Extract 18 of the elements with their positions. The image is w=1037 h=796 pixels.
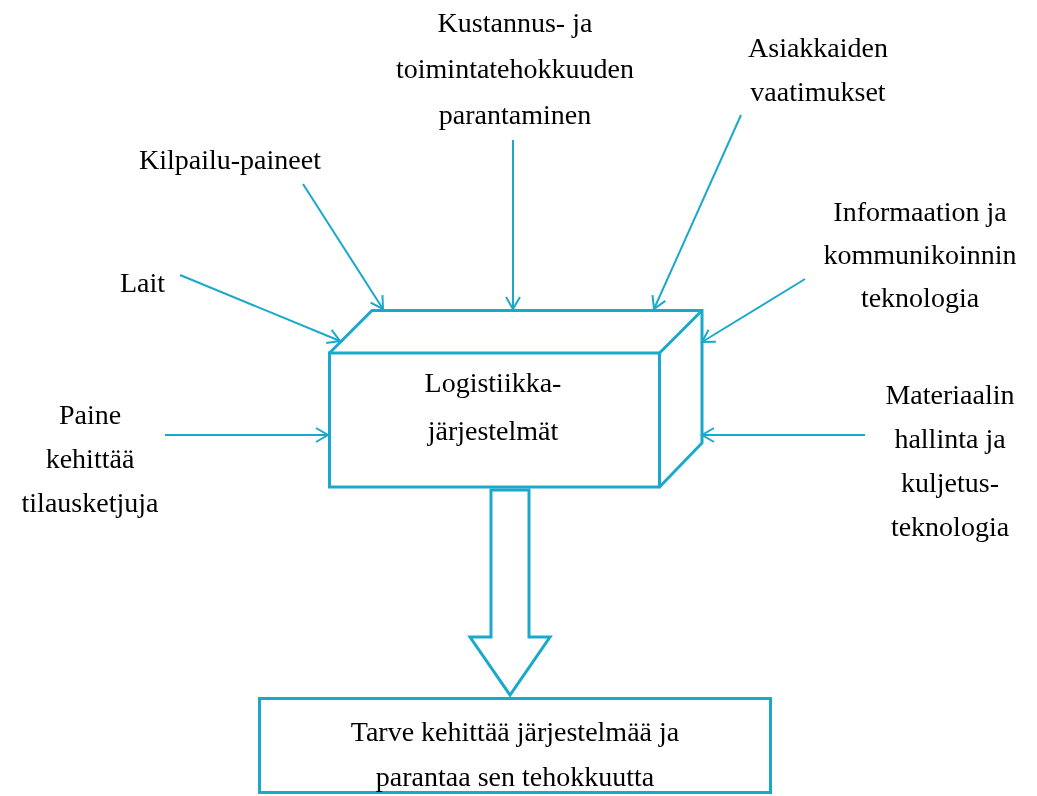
factor-label: Paine kehittää tilausketjuja xyxy=(15,393,165,525)
arrow xyxy=(701,278,806,343)
result-box xyxy=(258,697,772,794)
factor-label: Lait xyxy=(105,260,180,306)
block-arrow xyxy=(467,488,553,698)
arrow xyxy=(505,139,521,310)
arrow xyxy=(179,274,341,344)
box-text: Tarve kehittää järjestelmää ja parantaa sen tehokkuutta xyxy=(350,716,680,792)
box-label: Logistiikka- järjestelmät xyxy=(423,366,563,448)
arrow xyxy=(701,427,866,443)
factor-label: Materiaalin hallinta ja kuljetus- teknologia xyxy=(865,373,1035,549)
arrow xyxy=(651,114,742,310)
factor-label: Asiakkaiden vaatimukset xyxy=(718,26,918,114)
arrow xyxy=(164,427,329,443)
factor-label: Kustannus- ja toimintatehokkuuden parantaminen xyxy=(380,0,650,138)
factor-label: Informaation ja kommunikoinnin teknologia xyxy=(805,190,1035,319)
factor-label: Kilpailu-paineet xyxy=(120,137,340,183)
arrow xyxy=(302,183,384,310)
